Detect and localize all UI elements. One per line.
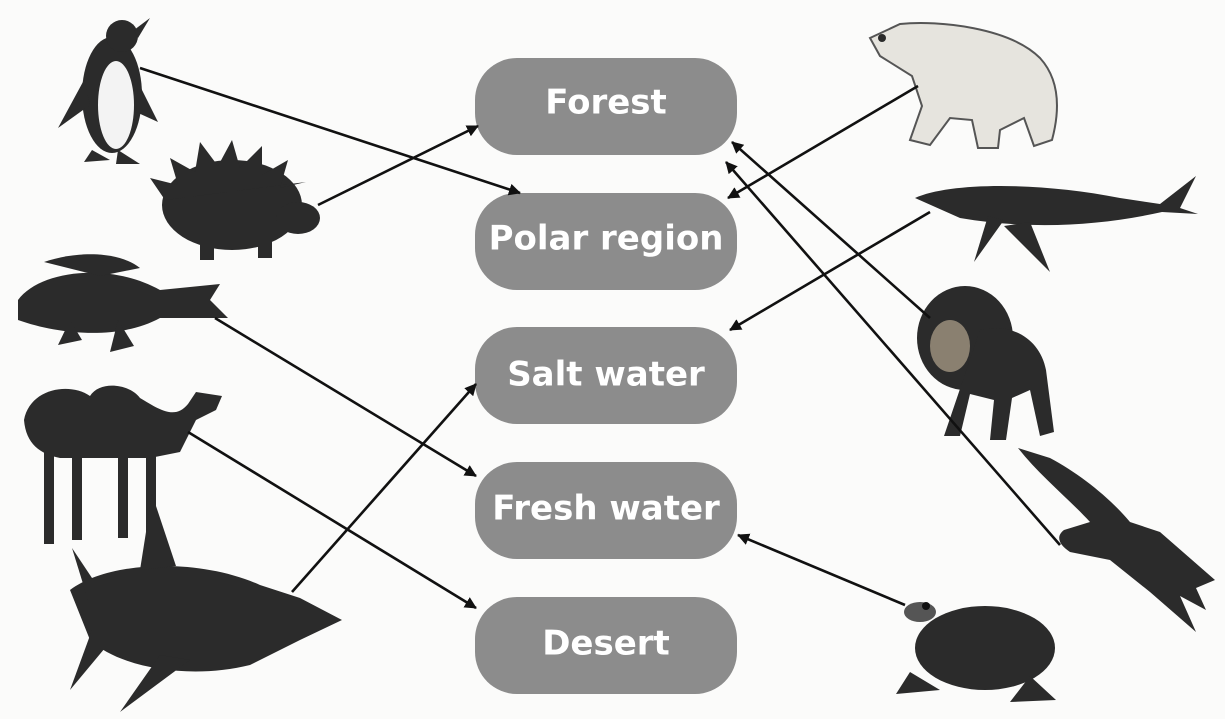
lion-icon bbox=[917, 286, 1054, 440]
arrow-porcupine-to-forest bbox=[318, 126, 478, 205]
arrow-polar-bear-to-polar-region bbox=[728, 86, 918, 198]
habitat-label-salt-water: Salt water bbox=[507, 355, 705, 395]
habitat-box-salt-water: Salt water bbox=[475, 327, 737, 424]
eagle-icon bbox=[1018, 448, 1215, 632]
penguin-icon bbox=[58, 18, 158, 164]
shark-icon bbox=[70, 494, 342, 712]
arrow-shark-to-salt-water bbox=[292, 384, 476, 592]
porcupine-icon bbox=[150, 140, 320, 260]
habitat-box-fresh-water: Fresh water bbox=[475, 462, 737, 559]
arrow-frog-to-fresh-water bbox=[738, 535, 905, 605]
habitat-label-desert: Desert bbox=[542, 624, 670, 664]
habitat-label-fresh-water: Fresh water bbox=[492, 489, 720, 529]
arrow-crocodile-to-fresh-water bbox=[215, 318, 476, 476]
crocodile-icon bbox=[18, 254, 228, 352]
polar-bear-icon bbox=[870, 23, 1057, 148]
habitat-label-polar-region: Polar region bbox=[489, 219, 724, 259]
habitat-box-desert: Desert bbox=[475, 597, 737, 694]
frog-icon bbox=[896, 602, 1056, 702]
habitat-box-polar-region: Polar region bbox=[475, 193, 737, 290]
habitat-box-forest: Forest bbox=[475, 58, 737, 155]
whale-icon bbox=[915, 176, 1198, 272]
habitat-label-forest: Forest bbox=[545, 83, 667, 123]
camel-icon bbox=[24, 386, 222, 544]
